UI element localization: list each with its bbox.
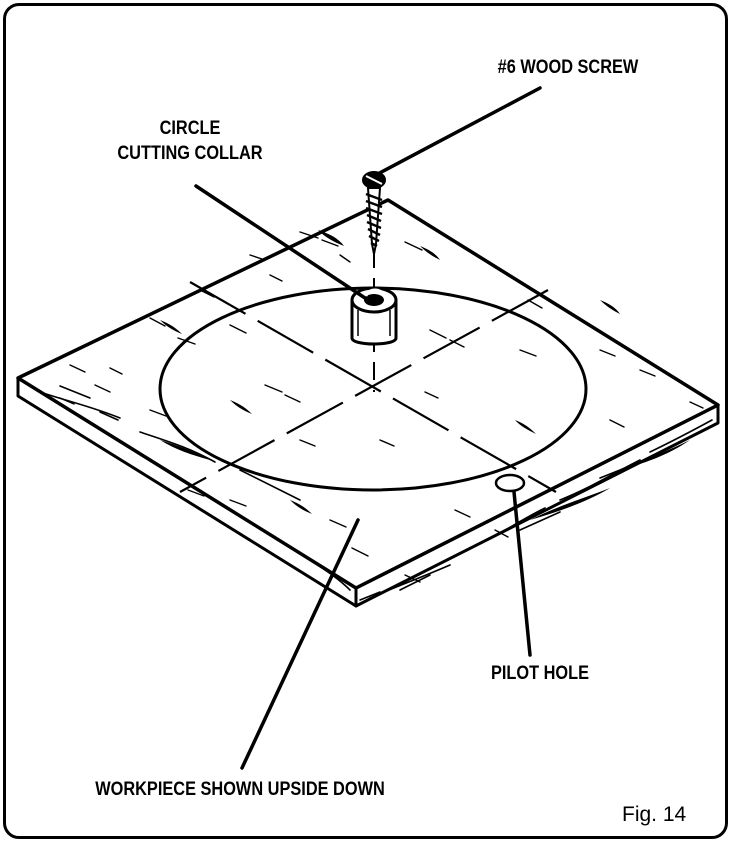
circle-cutting-collar	[350, 286, 398, 346]
wood-screw	[362, 171, 386, 255]
workpiece-label: WORKPIECE SHOWN UPSIDE DOWN	[95, 779, 385, 800]
collar-leader	[194, 184, 367, 300]
top-face-grain	[59, 231, 704, 583]
screw-label: #6 WOOD SCREW	[497, 57, 639, 78]
collar-label-line2: CUTTING COLLAR	[117, 143, 263, 164]
edge-grain-dark	[160, 440, 690, 520]
leader-lines	[194, 86, 542, 770]
collar-label-line1: CIRCLE	[159, 118, 221, 139]
figure-number: Fig. 14	[622, 803, 687, 826]
pilot-hole-label: PILOT HOLE	[490, 663, 590, 684]
pilot-leader	[512, 490, 532, 657]
center-lines	[179, 281, 557, 493]
top-face-grain-dark	[160, 230, 620, 514]
board-top-face	[16, 198, 720, 590]
workpiece-leader	[240, 518, 360, 770]
pilot-hole	[494, 473, 526, 493]
edge-grain	[39, 385, 713, 601]
screw-leader	[372, 86, 542, 178]
figure-frame	[3, 3, 728, 839]
